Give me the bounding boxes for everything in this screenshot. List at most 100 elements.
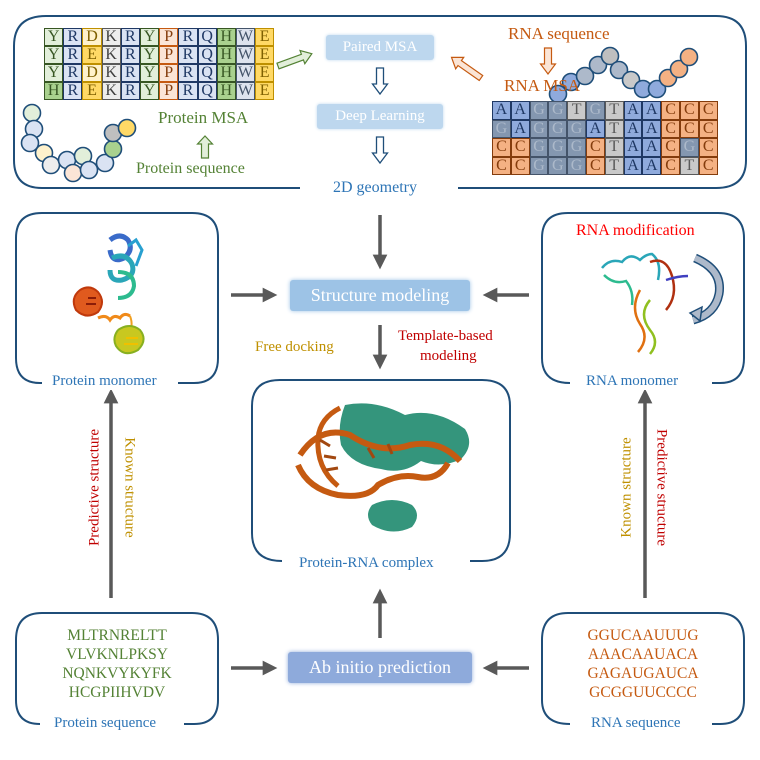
protein-msa-cell: W	[235, 64, 256, 82]
rna-msa-cell: G	[567, 138, 586, 157]
template-based-label-line1: Template-based	[398, 328, 493, 344]
rna-msa-cell: C	[698, 138, 718, 157]
bead	[609, 60, 629, 80]
arrow-rna-msa-to-paired	[450, 56, 484, 82]
rna-msa-cell: G	[548, 138, 568, 157]
rna-msa-cell: T	[604, 156, 624, 175]
arrow-deeplearning-to-geometry	[371, 136, 389, 165]
rna-msa-cell: T	[604, 119, 624, 138]
rna-msa-cell: G	[529, 101, 549, 120]
protein-msa-cell: K	[101, 64, 121, 82]
protein-msa-cell: H	[44, 82, 64, 100]
rna-sequence-line: GGUCAAUUUG	[587, 627, 699, 644]
protein-msa-cell: R	[178, 82, 198, 100]
rna-msa-cell: C	[661, 119, 680, 138]
protein-msa-cell: Y	[139, 46, 160, 64]
arrow-protein-msa-to-paired	[276, 49, 313, 70]
protein-msa-cell: R	[120, 28, 140, 46]
bead	[20, 133, 40, 153]
protein-msa-cell: H	[216, 64, 236, 82]
structure-modeling-box: Structure modeling	[290, 280, 470, 311]
rna-msa-cell: G	[567, 119, 586, 138]
protein-msa-cell: R	[178, 28, 198, 46]
protein-sequence-line: HCGPIIHVDV	[68, 684, 166, 701]
protein-msa-cell: E	[255, 46, 275, 64]
protein-sequence-line: MLTRNRELTT	[67, 627, 167, 644]
2d-geometry-label: 2D geometry	[333, 179, 417, 196]
rna-msa-cell: A	[623, 138, 643, 157]
protein-msa-cell: W	[235, 28, 256, 46]
rna-msa-cell: C	[510, 156, 530, 175]
protein-msa-cell: R	[178, 46, 198, 64]
rna-monomer-caption: RNA monomer	[583, 373, 682, 390]
complex-structure	[295, 403, 470, 532]
protein-msa-cell: P	[159, 82, 179, 100]
bead	[600, 46, 620, 66]
rna-msa-cell: G	[548, 156, 568, 175]
rna-msa-cell: G	[679, 138, 699, 157]
rna-msa-cell: A	[585, 119, 605, 138]
rna-msa-cell: G	[548, 101, 568, 120]
right-known-structure-label: Known structure	[618, 437, 635, 538]
rna-msa-cell: C	[585, 156, 605, 175]
protein-msa-cell: W	[235, 46, 256, 64]
protein-msa-cell: Q	[197, 28, 217, 46]
protein-msa-cell: R	[63, 82, 83, 100]
bead	[647, 79, 667, 99]
bead	[79, 160, 99, 180]
rna-msa-cell: A	[510, 101, 530, 120]
protein-msa-cell: Y	[44, 46, 64, 64]
bead	[575, 66, 595, 86]
bead	[41, 155, 61, 175]
protein-msa-cell: H	[216, 28, 236, 46]
rna-msa-cell: C	[679, 119, 699, 138]
protein-msa-cell: R	[63, 46, 83, 64]
bead	[117, 118, 137, 138]
protein-sequence-top-label: Protein sequence	[136, 160, 245, 177]
bead	[669, 59, 689, 79]
rna-msa-cell: C	[698, 101, 718, 120]
rna-msa-cell: A	[492, 101, 511, 120]
protein-msa-cell: P	[159, 28, 179, 46]
protein-sequence-frame	[15, 612, 219, 725]
rna-msa-cell: C	[510, 138, 530, 157]
protein-msa-cell: E	[255, 28, 275, 46]
protein-msa-cell: E	[82, 82, 102, 100]
complex-caption: Protein-RNA complex	[296, 555, 437, 572]
protein-msa-cell: E	[255, 64, 275, 82]
arrow-rna-seq-to-msa	[539, 47, 557, 75]
protein-msa-cell: K	[101, 46, 121, 64]
protein-msa-cell: D	[82, 28, 102, 46]
protein-msa-cell: R	[120, 64, 140, 82]
protein-msa-cell: H	[216, 46, 236, 64]
rna-msa-cell: G	[529, 138, 549, 157]
protein-msa-label: Protein MSA	[158, 108, 249, 127]
rna-msa-cell: C	[661, 101, 680, 120]
free-docking-label: Free docking	[255, 339, 334, 355]
rna-msa-cell: T	[567, 101, 586, 120]
rna-msa-cell: A	[642, 101, 662, 120]
rna-msa-cell: T	[604, 101, 624, 120]
rna-msa-cell: C	[492, 156, 511, 175]
rna-msa-cell: A	[623, 156, 643, 175]
rna-msa-cell: C	[661, 156, 680, 175]
protein-monomer-frame	[15, 212, 219, 384]
rna-msa-cell: G	[567, 156, 586, 175]
bead	[103, 139, 123, 159]
rna-msa-cell: G	[529, 156, 549, 175]
rna-msa-cell: C	[661, 138, 680, 157]
protein-sequence-caption: Protein sequence	[51, 715, 160, 732]
protein-monomer-structure	[72, 233, 145, 355]
arrow-protein-seq-to-msa	[196, 135, 214, 159]
protein-msa-cell: Y	[139, 82, 160, 100]
complex-frame	[251, 379, 511, 562]
rna-msa-cell: G	[548, 119, 568, 138]
protein-bead-chain	[20, 103, 137, 183]
protein-msa-cell: K	[101, 82, 121, 100]
protein-msa-cell: Q	[197, 64, 217, 82]
protein-msa-cell: Y	[44, 28, 64, 46]
